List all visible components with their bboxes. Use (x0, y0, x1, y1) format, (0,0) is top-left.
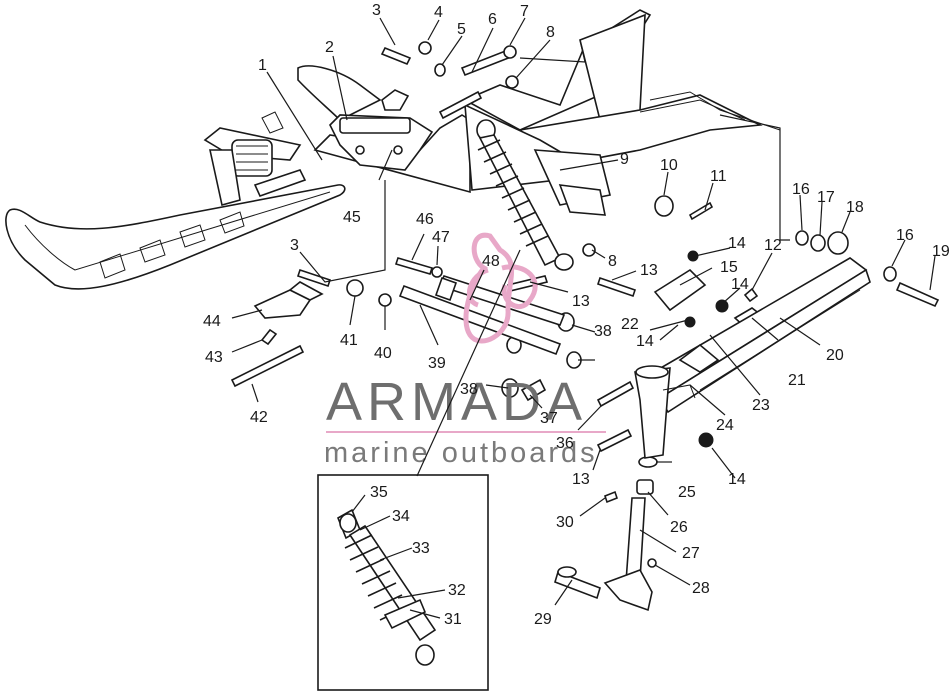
watermark-subtitle: marine outboards (324, 437, 598, 469)
callout-10: 10 (660, 157, 678, 174)
callout-21: 21 (788, 372, 806, 389)
callout-47: 47 (432, 229, 450, 246)
inset-shock-detail (317, 474, 489, 691)
callout-8: 8 (546, 24, 555, 41)
callout-5: 5 (457, 21, 466, 38)
callout-29: 29 (534, 611, 552, 628)
spindle (554, 497, 653, 612)
callout-18: 18 (846, 199, 864, 216)
callout-6: 6 (488, 11, 497, 28)
watermark-emblem-icon (463, 232, 538, 344)
callout-14-c: 14 (636, 333, 654, 350)
callout-19: 19 (932, 243, 950, 260)
callout-16-upper: 16 (792, 181, 810, 198)
callout-41: 41 (340, 332, 358, 349)
hardware (230, 41, 940, 568)
callout-42: 42 (250, 409, 268, 426)
callout-1: 1 (258, 57, 267, 74)
watermark-brand: ARMADA (326, 372, 587, 432)
callout-30: 30 (556, 514, 574, 531)
callout-36: 36 (556, 435, 574, 452)
callout-24: 24 (716, 417, 734, 434)
ski-assembly (5, 111, 346, 290)
callout-26: 26 (670, 519, 688, 536)
callout-12: 12 (764, 237, 782, 254)
callout-22: 22 (621, 316, 639, 333)
callout-16-lower: 16 (896, 227, 914, 244)
callouts: 1 2 3 4 5 6 7 8 9 10 11 16 17 18 16 19 1… (203, 2, 950, 628)
callout-13-a: 13 (572, 293, 590, 310)
callout-34: 34 (392, 508, 410, 525)
callout-9: 9 (620, 151, 629, 168)
callout-8-lower: 8 (608, 253, 617, 270)
callout-48: 48 (482, 253, 500, 270)
front-shock-assembly (476, 119, 574, 271)
callout-27: 27 (682, 545, 700, 562)
callout-40: 40 (374, 345, 392, 362)
callout-17: 17 (817, 189, 835, 206)
callout-25: 25 (678, 484, 696, 501)
callout-7: 7 (520, 3, 529, 20)
callout-14-b: 14 (731, 276, 749, 293)
callout-14-d: 14 (728, 471, 746, 488)
callout-31: 31 (444, 611, 462, 628)
callout-28: 28 (692, 580, 710, 597)
callout-43: 43 (205, 349, 223, 366)
callout-3: 3 (372, 2, 381, 19)
callout-15: 15 (720, 259, 738, 276)
callout-14-a: 14 (728, 235, 746, 252)
callout-11: 11 (710, 168, 727, 185)
callout-38-b: 38 (460, 381, 478, 398)
callout-23: 23 (752, 397, 770, 414)
watermark: ARMADA marine outboards (324, 232, 606, 469)
callout-33: 33 (412, 540, 430, 557)
callout-46: 46 (416, 211, 434, 228)
callout-20: 20 (826, 347, 844, 364)
callout-44: 44 (203, 313, 221, 330)
callout-37: 37 (540, 410, 558, 427)
callout-38-a: 38 (594, 323, 612, 340)
callout-35: 35 (370, 484, 388, 501)
callout-13-c: 13 (572, 471, 590, 488)
callout-32: 32 (448, 582, 466, 599)
callout-2: 2 (325, 39, 334, 56)
callout-4: 4 (434, 4, 443, 21)
spindle-housing (634, 365, 696, 459)
callout-3-lower: 3 (290, 237, 299, 254)
callout-45: 45 (343, 209, 361, 226)
upper-bracket (329, 89, 434, 171)
callout-39: 39 (428, 355, 446, 372)
callout-13-b: 13 (640, 262, 658, 279)
leader-lines (231, 17, 936, 619)
